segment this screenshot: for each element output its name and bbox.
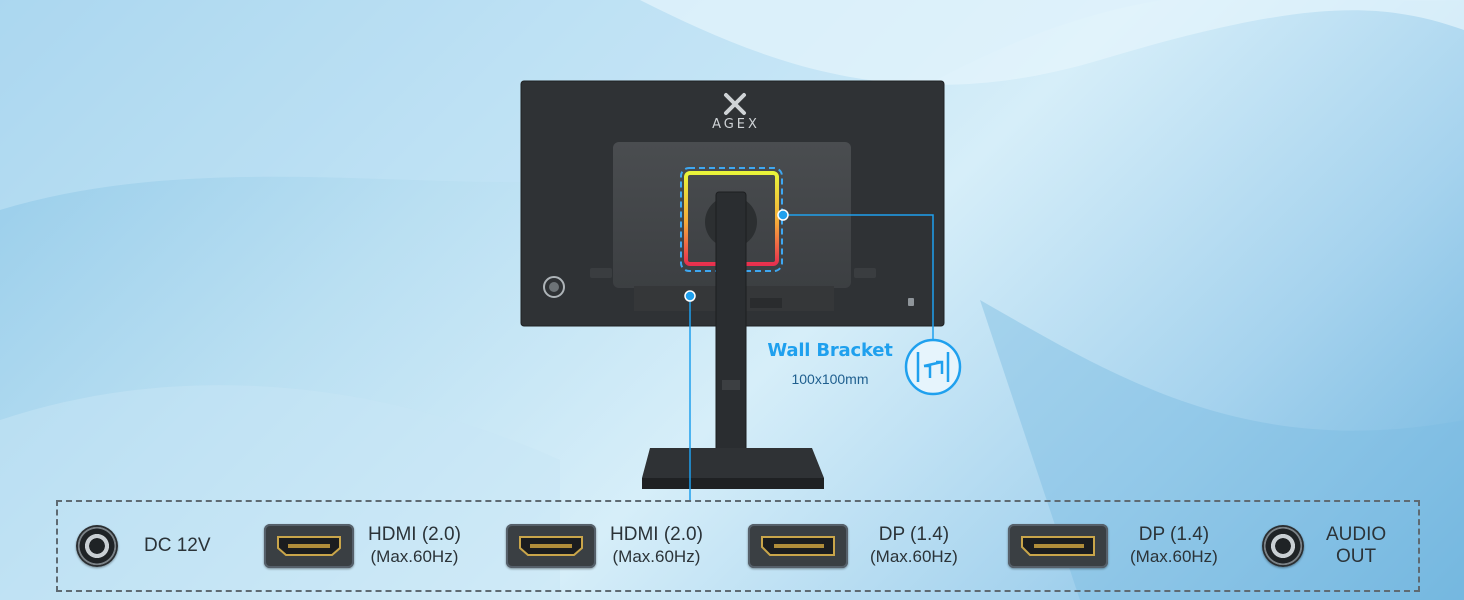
callout-dot-vesa: [777, 209, 789, 221]
ports-legend: DC 12V HDMI (2.0) (Max.60Hz) HDMI (2.0) …: [56, 500, 1420, 592]
callout-dot-ports: [684, 290, 696, 302]
brand-logo-icon: [724, 93, 746, 115]
dc-jack-icon: [76, 525, 118, 567]
stand-neck: [715, 191, 747, 461]
lock-slot-icon: [908, 298, 914, 306]
wall-mount-icon: [904, 338, 962, 396]
hdmi-port-icon: [506, 524, 596, 568]
port-dc: DC 12V: [76, 502, 211, 590]
port-label-hdmi-2: HDMI (2.0) (Max.60Hz): [610, 524, 703, 566]
wall-bracket-callout: Wall Bracket 100x100mm: [760, 340, 900, 387]
callout-subtitle: 100x100mm: [791, 371, 869, 387]
port-label-dp-2: DP (1.4) (Max.60Hz): [1130, 524, 1218, 566]
port-label-dc: DC 12V: [144, 535, 211, 556]
hdmi-port-icon: [264, 524, 354, 568]
port-dp-2: DP (1.4) (Max.60Hz): [1008, 502, 1218, 590]
brand-text: AGEX: [712, 117, 760, 132]
port-hdmi-2: HDMI (2.0) (Max.60Hz): [506, 502, 703, 590]
displayport-icon: [1008, 524, 1108, 568]
audio-jack-icon: [1262, 525, 1304, 567]
displayport-icon: [748, 524, 848, 568]
port-label-audio: AUDIO OUT: [1326, 524, 1387, 567]
port-hdmi-1: HDMI (2.0) (Max.60Hz): [264, 502, 461, 590]
port-audio: AUDIO OUT: [1262, 502, 1386, 590]
port-dp-1: DP (1.4) (Max.60Hz): [748, 502, 958, 590]
port-label-dp-1: DP (1.4) (Max.60Hz): [870, 524, 958, 566]
callout-title: Wall Bracket: [767, 340, 893, 361]
stand-base: [642, 448, 824, 478]
port-label-hdmi-1: HDMI (2.0) (Max.60Hz): [368, 524, 461, 566]
power-button-icon: [543, 276, 565, 298]
